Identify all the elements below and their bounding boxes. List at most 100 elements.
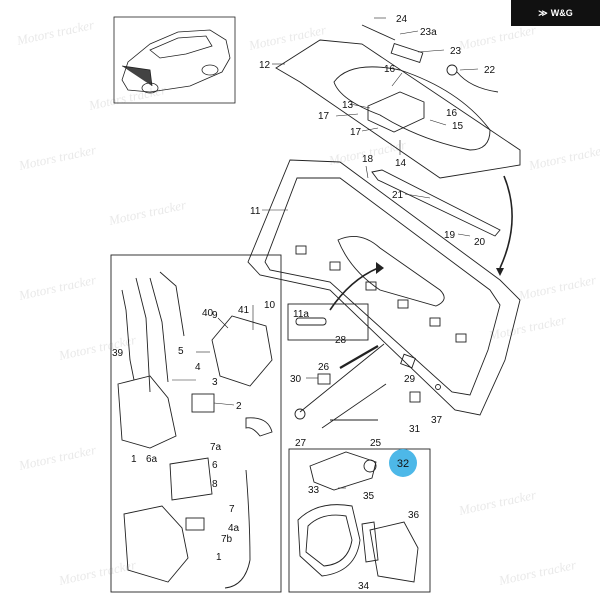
lamp-wire: [456, 71, 499, 93]
flap-housing: [297, 504, 361, 577]
bolt-27: [294, 408, 306, 420]
part-label: 3: [212, 377, 218, 388]
detail-11a-frame: [287, 303, 369, 341]
block-31: [409, 391, 421, 403]
part-label: 16: [446, 108, 458, 119]
watermark: Motors tracker: [17, 442, 99, 473]
car-wheel-rear: [141, 82, 159, 94]
part-label: 2: [236, 401, 242, 412]
hinge-rail: [361, 24, 396, 41]
watermark-layer: Motors tracker Motors tracker Motors tra…: [15, 17, 600, 588]
part-label: 7: [229, 504, 235, 515]
part-label: 30: [290, 374, 302, 385]
part-label: 26: [318, 362, 330, 373]
car-wheel-front: [201, 64, 219, 76]
rod: [159, 271, 185, 337]
lock-housing-lower: [123, 505, 189, 583]
lamp-connector: [446, 64, 458, 76]
part-label: 27: [295, 438, 307, 449]
car-windows: [149, 35, 213, 59]
watermark: Motors tracker: [107, 197, 189, 228]
part-label: 37: [431, 415, 443, 426]
lid-lower-inner: [264, 177, 501, 396]
cable: [224, 469, 251, 589]
trim-strip: [371, 169, 501, 237]
part-label: 13: [342, 100, 354, 111]
brand-badge: ≫ W&G: [511, 0, 600, 26]
part-label: 10: [264, 300, 276, 311]
bracket-29: [400, 353, 416, 369]
lid-lower-outline: [247, 159, 521, 416]
watermark: Motors tracker: [497, 557, 579, 588]
rod: [121, 289, 135, 381]
callout-32[interactable]: 32: [389, 449, 417, 477]
lid-clip: [365, 281, 377, 291]
callout-circle[interactable]: [389, 449, 417, 477]
hinge-plate: [390, 43, 424, 63]
lid-clip: [295, 245, 307, 255]
lock-housing: [117, 375, 177, 449]
fuel-flap-box: [288, 448, 431, 593]
gasket-11a: [295, 317, 327, 326]
arrow-curve: [499, 175, 513, 269]
hook-7a: [245, 417, 273, 437]
part-label: 33: [308, 485, 320, 496]
part-label: 1: [131, 454, 137, 465]
car-body-outline: [121, 29, 231, 93]
actuator-knob: [363, 459, 377, 473]
part-label: 6a: [146, 454, 158, 465]
flap-door: [369, 521, 419, 583]
part-label: 25: [370, 438, 382, 449]
lock-detail-box: [110, 254, 282, 593]
lid-bracket: [367, 91, 425, 133]
car-trunk-highlight: [121, 65, 153, 87]
part-label: 4: [195, 362, 201, 373]
part-label: 4a: [228, 523, 240, 534]
part-label: 11a: [293, 309, 309, 320]
part-label: 14: [395, 158, 407, 169]
lid-clip: [455, 333, 467, 343]
watermark: Motors tracker: [247, 22, 329, 53]
part-label: 17: [350, 127, 362, 138]
actuator: [191, 393, 215, 413]
part-label: 6: [212, 460, 218, 471]
part-label: 17: [318, 111, 330, 122]
part-label: 21: [392, 190, 404, 201]
lid-lower-recess: [337, 235, 445, 307]
part-label: 24: [396, 14, 408, 25]
watermark: Motors tracker: [17, 142, 99, 173]
bracket-41: [211, 315, 273, 387]
part-label: 29: [404, 374, 416, 385]
trunk-lid-lower: [247, 159, 521, 416]
part-label: 20: [474, 237, 486, 248]
gas-strut: [339, 345, 379, 369]
lid-outline: [275, 39, 521, 179]
leader-lines: [172, 17, 479, 489]
lid-clip: [429, 317, 441, 327]
watermark: Motors tracker: [517, 272, 599, 303]
flap-actuator: [309, 451, 377, 491]
watermark: Motors tracker: [457, 487, 539, 518]
watermark: Motors tracker: [457, 22, 539, 53]
lid-clip: [397, 299, 409, 309]
part-label: 18: [362, 154, 374, 165]
part-label: 16: [384, 64, 396, 75]
watermark: Motors tracker: [57, 332, 139, 363]
strut-detail-box: [287, 303, 441, 429]
callout-label: 32: [397, 458, 409, 470]
part-label: 7a: [210, 442, 222, 453]
screw-37: [435, 384, 441, 390]
watermark: Motors tracker: [15, 17, 97, 48]
part-label: 19: [444, 230, 456, 241]
part-label: 34: [358, 581, 370, 592]
part-label: 35: [363, 491, 375, 502]
hinge-arms: [299, 343, 387, 429]
part-label: 12: [259, 60, 271, 71]
rod: [149, 277, 169, 383]
watermark: Motors tracker: [17, 272, 99, 303]
part-label: 36: [408, 510, 420, 521]
part-label: 22: [484, 65, 496, 76]
car-thumbnail: [113, 16, 236, 104]
lid-clip: [329, 261, 341, 271]
